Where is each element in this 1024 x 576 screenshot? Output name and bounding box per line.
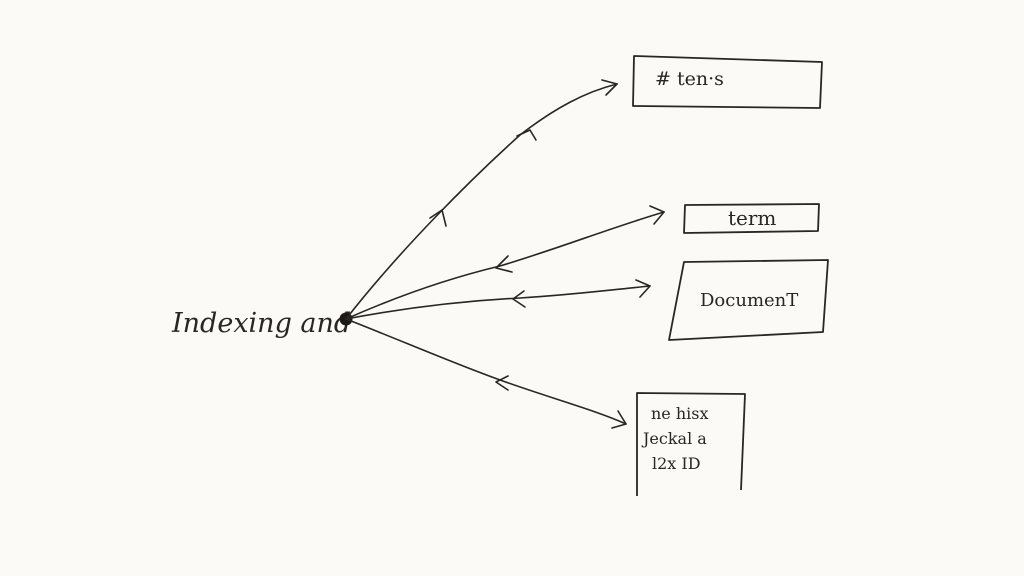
source-label: Indexing and [171, 308, 351, 339]
node-1-label: # ten·s [655, 68, 724, 90]
node-3-label: DocumenT [700, 290, 798, 311]
node-4-line-1: ne hisx [651, 404, 709, 423]
edge-to-node-3 [345, 279, 651, 320]
edge-to-node-4 [345, 318, 627, 429]
node-4-line-3: l2x ID [652, 454, 701, 473]
node-box-1: # ten·s [632, 55, 823, 109]
node-2-label: term [728, 206, 776, 230]
node-4-line-2: Jeckal a [641, 429, 707, 448]
node-box-2: term [683, 203, 820, 234]
edge-to-node-1 [345, 79, 618, 320]
node-box-4: ne hisx Jeckal a l2x ID [636, 392, 746, 496]
edge-to-node-2 [345, 205, 665, 320]
node-box-3: DocumenT [668, 259, 829, 341]
